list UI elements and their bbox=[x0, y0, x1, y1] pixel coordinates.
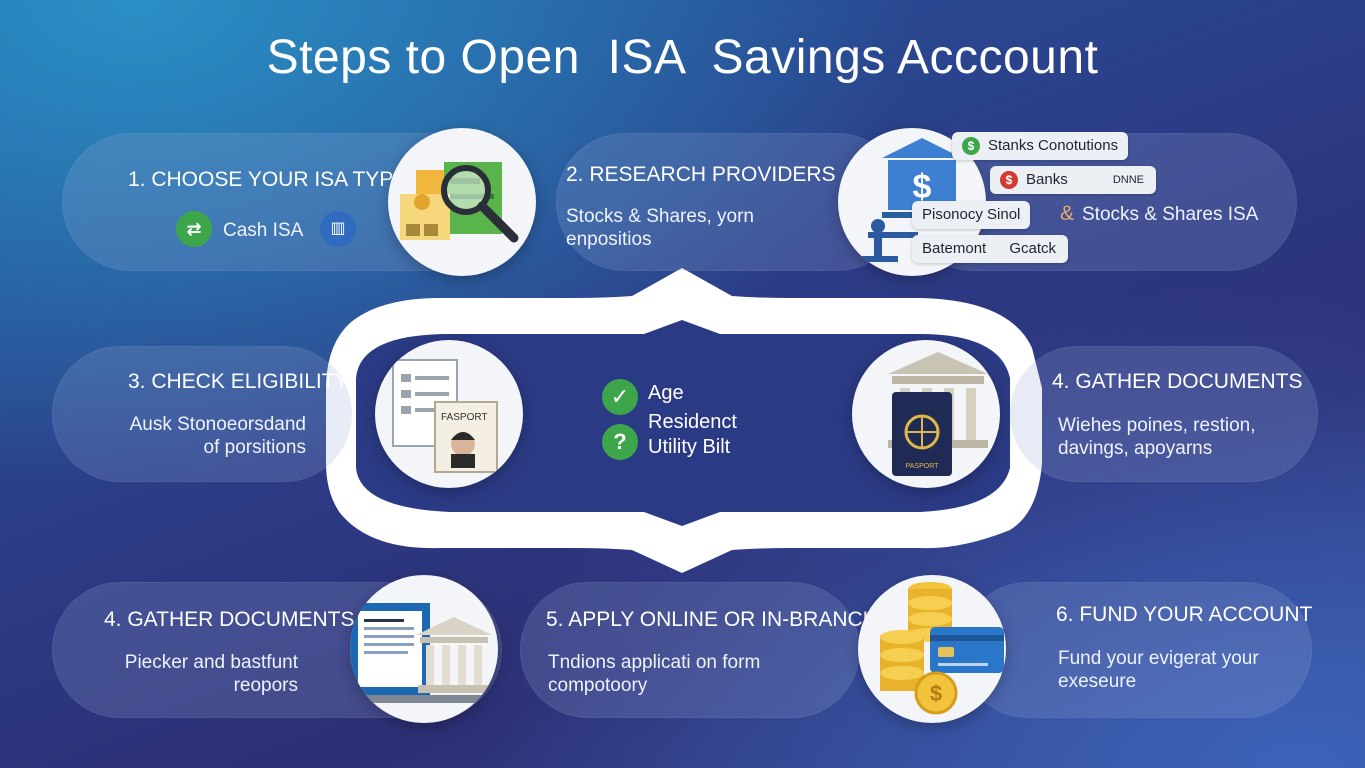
step-2-description: Stocks & Shares, yorn enpositios bbox=[566, 205, 754, 251]
badge-stanks-conotutions: $Stanks Conotutions bbox=[952, 132, 1129, 160]
step-2-line-1: Stocks & Shares, yorn bbox=[566, 206, 754, 227]
checklist-residenct: Residenct bbox=[648, 411, 737, 433]
step-4-top-heading: 4. GATHER DOCUMENTS bbox=[1052, 370, 1303, 393]
svg-text:$: $ bbox=[930, 681, 942, 706]
step-4-top-line-1: Wiehes poines, restion, bbox=[1058, 415, 1256, 436]
badge-batemont: Batemont Gcatck bbox=[912, 235, 1068, 263]
step-6-line-1: Fund your evigerat your bbox=[1058, 648, 1259, 669]
passport-bank-icon: PASPORT bbox=[888, 352, 988, 476]
research-documents-circle bbox=[388, 128, 536, 276]
svg-text:FASPORT: FASPORT bbox=[441, 412, 488, 423]
step-6-description: Fund your evigerat your exeseure bbox=[1058, 647, 1259, 693]
bank-round-icon: ▥ bbox=[320, 211, 356, 247]
svg-text:PASPORT: PASPORT bbox=[906, 463, 940, 470]
green-dollar-icon: $ bbox=[962, 137, 980, 156]
step-4-top-description: Wiehes poines, restion, davings, apoyarn… bbox=[1058, 414, 1256, 460]
step-4-bottom-description: Piecker and bastfunt reopors bbox=[112, 651, 298, 697]
step-4-bottom-line-1: Piecker and bastfunt bbox=[124, 652, 298, 673]
question-icon: ? bbox=[602, 424, 638, 460]
step-6-heading: 6. FUND YOUR ACCOUNT bbox=[1056, 603, 1313, 626]
step-3-description: Ausk Stonoeorsdand of porsitions bbox=[122, 413, 306, 459]
passport-document-icon: FASPORT bbox=[392, 359, 498, 473]
coins-card-circle: $ bbox=[858, 575, 1006, 723]
step-2-heading: 2. RESEARCH PROVIDERS bbox=[566, 163, 836, 186]
passport-documents-circle: FASPORT bbox=[375, 340, 523, 488]
step-1-heading: 1. CHOOSE YOUR ISA TYPE bbox=[128, 168, 408, 191]
step-5-pill bbox=[520, 582, 860, 718]
checklist-age: Age bbox=[648, 382, 684, 404]
laptop-bank-circle bbox=[350, 575, 498, 723]
step-4-top-line-2: davings, apoyarns bbox=[1058, 438, 1213, 459]
step-3-line-2: of porsitions bbox=[203, 437, 306, 458]
step-4-top-pill bbox=[1010, 346, 1318, 482]
step-1-item-cash-isa: Cash ISA bbox=[223, 220, 304, 241]
red-dollar-icon: $ bbox=[1000, 171, 1018, 190]
badge-gcatck: Gcatck bbox=[1009, 240, 1056, 257]
center-connector-shape bbox=[320, 268, 1050, 573]
laptop-bank-icon bbox=[350, 603, 498, 703]
step-4-bottom-heading: 4. GATHER DOCUMENTS bbox=[104, 608, 355, 631]
page-title: Steps to Open ISA Savings Acccount bbox=[266, 31, 1099, 84]
step-5-line-2: compotoory bbox=[548, 675, 648, 696]
badge-banks: $Banks DNNE bbox=[990, 166, 1156, 194]
ampersand-icon: & bbox=[1060, 202, 1075, 225]
checklist-utility-bilt: Utility Bilt bbox=[648, 436, 731, 458]
step-5-heading: 5. APPLY ONLINE OR IN-BRANCH bbox=[546, 608, 878, 631]
step-3-pill bbox=[52, 346, 352, 482]
step-3-line-1: Ausk Stonoeorsdand bbox=[129, 414, 306, 435]
step-2-line-2: enpositios bbox=[566, 229, 652, 250]
step-6-line-2: exeseure bbox=[1058, 671, 1137, 692]
step-5-description: Tndions applicati on form compotoory bbox=[548, 651, 760, 697]
check-icon: ✓ bbox=[602, 379, 638, 415]
passport-bank-circle: PASPORT bbox=[852, 340, 1000, 488]
step-5-line-1: Tndions applicati on form bbox=[548, 652, 761, 673]
svg-text:$: $ bbox=[913, 168, 932, 206]
step-6-pill bbox=[960, 582, 1312, 718]
providers-stocks-shares-isa: Stocks & Shares ISA bbox=[1082, 204, 1259, 225]
step-3-heading: 3. CHECK ELIGIBILITY bbox=[128, 370, 349, 393]
badge-dnne: DNNE bbox=[1112, 174, 1144, 186]
cash-isa-icon: ⇄ bbox=[176, 211, 212, 247]
step-4-bottom-line-2: reopors bbox=[233, 675, 298, 696]
coins-credit-card-icon: $ bbox=[880, 582, 1004, 715]
badge-pisonocy-sinol: Pisonocy Sinol bbox=[912, 201, 1031, 229]
magnifier-documents-icon bbox=[400, 162, 519, 243]
